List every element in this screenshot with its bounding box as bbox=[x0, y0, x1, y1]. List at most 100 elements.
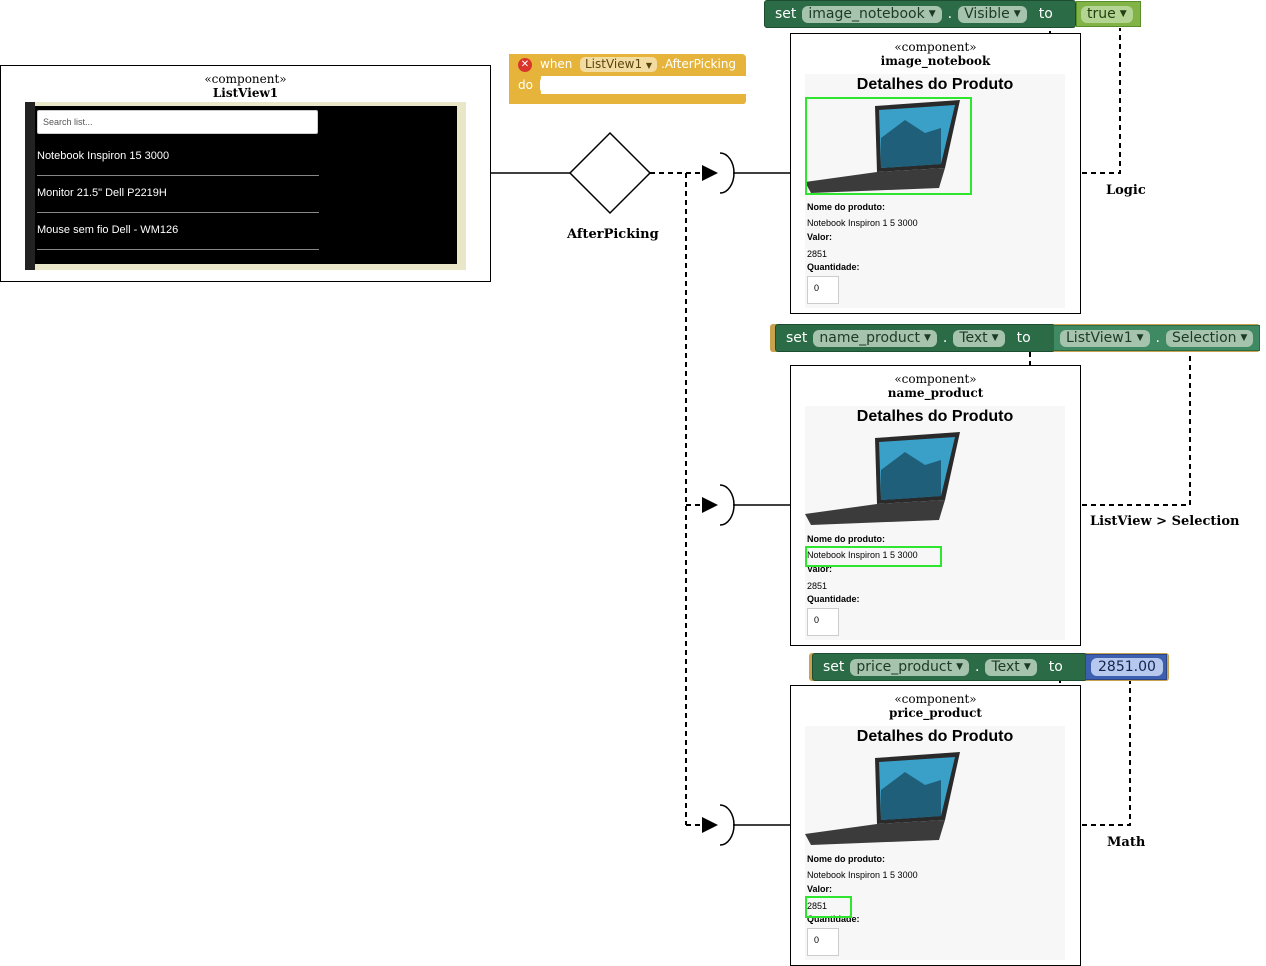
logic-true-block[interactable]: true▼ bbox=[1076, 1, 1141, 27]
property-dropdown[interactable]: Text▼ bbox=[953, 329, 1005, 347]
screen-title: Detalhes do Produto bbox=[856, 408, 1014, 425]
chevron-down-icon: ▼ bbox=[923, 332, 931, 343]
set-keyword: set bbox=[786, 330, 808, 346]
event-block[interactable]: ✕ when ListView1 ▼ .AfterPicking do bbox=[509, 54, 746, 104]
set-keyword: set bbox=[823, 659, 845, 675]
set-name-text-block[interactable]: set name_product▼ . Text▼ to bbox=[775, 324, 1055, 352]
name-label: Nome do produto: bbox=[807, 202, 885, 212]
listview-component: «component» ListView1 Search list... Not… bbox=[0, 65, 491, 282]
app-screen: Detalhes do Produto Nome do produto: Not… bbox=[805, 406, 1065, 640]
property-dropdown[interactable]: Text▼ bbox=[985, 658, 1037, 676]
event-when-label: when bbox=[540, 57, 573, 71]
quantity-input[interactable]: 0 bbox=[807, 276, 839, 304]
math-number-value[interactable]: 2851.00 bbox=[1091, 658, 1163, 676]
price-value: 2851 bbox=[807, 901, 828, 911]
chevron-down-icon: ▼ bbox=[991, 332, 999, 343]
highlight-name bbox=[805, 546, 942, 567]
highlight-image bbox=[805, 97, 972, 195]
set-visible-block[interactable]: set image_notebook▼ . Visible▼ to bbox=[764, 0, 1076, 28]
name-value: Notebook Inspiron 1 5 3000 bbox=[807, 870, 918, 880]
name-value: Notebook Inspiron 1 5 3000 bbox=[807, 218, 918, 228]
listview-selection-block[interactable]: ListView1▼ . Selection▼ bbox=[1053, 325, 1260, 351]
quantity-input[interactable]: 0 bbox=[807, 928, 839, 956]
chevron-down-icon: ▼ bbox=[645, 61, 653, 70]
to-keyword: to bbox=[1038, 6, 1053, 22]
to-keyword: to bbox=[1016, 330, 1031, 346]
list-item[interactable]: Monitor 21.5" Dell P2219H bbox=[37, 177, 319, 213]
math-number-block[interactable]: 2851.00 bbox=[1085, 654, 1167, 680]
dot-separator: . bbox=[947, 6, 953, 22]
dot-separator: . bbox=[1155, 330, 1160, 346]
chevron-down-icon: ▼ bbox=[928, 8, 936, 19]
event-do-label: do bbox=[518, 78, 533, 92]
event-component-dropdown[interactable]: ListView1 ▼ bbox=[580, 57, 658, 72]
decision-label: AfterPicking bbox=[567, 227, 659, 242]
component-dropdown-label: image_notebook bbox=[808, 5, 925, 22]
name-value: Notebook Inspiron 1 5 3000 bbox=[807, 550, 918, 560]
list-item[interactable]: Notebook Inspiron 15 3000 bbox=[37, 140, 319, 176]
event-component-label: ListView1 bbox=[585, 57, 643, 71]
logic-value-dropdown[interactable]: true▼ bbox=[1081, 5, 1133, 23]
list-item[interactable]: Mouse sem fio Dell - WM126 bbox=[37, 214, 319, 250]
component-name: ListView1 bbox=[212, 86, 279, 100]
to-keyword: to bbox=[1048, 659, 1063, 675]
listview-search-input[interactable]: Search list... bbox=[37, 110, 318, 134]
stereotype-label: «component» bbox=[204, 72, 287, 86]
quantity-input[interactable]: 0 bbox=[807, 608, 839, 636]
decision-diamond bbox=[568, 131, 652, 215]
component-dropdown[interactable]: image_notebook▼ bbox=[802, 5, 942, 23]
name-product-component: «component» name_product Detalhes do Pro… bbox=[790, 365, 1081, 646]
error-icon: ✕ bbox=[518, 58, 532, 72]
property-dropdown[interactable]: Visible▼ bbox=[958, 5, 1027, 23]
quantity-label: Quantidade: bbox=[807, 914, 860, 924]
laptop-image bbox=[805, 100, 960, 193]
laptop-image bbox=[805, 432, 960, 525]
stereotype-label: «component» bbox=[894, 372, 977, 386]
price-value: 2851 bbox=[807, 581, 828, 591]
app-screen: Detalhes do Produto Nome do produto: Not… bbox=[805, 74, 1065, 308]
chevron-down-icon: ▼ bbox=[1023, 661, 1031, 672]
getter-property-dropdown[interactable]: Selection▼ bbox=[1165, 329, 1254, 347]
set-price-text-block[interactable]: set price_product▼ . Text▼ to bbox=[812, 653, 1087, 681]
price-label: Valor: bbox=[807, 232, 833, 242]
laptop-image bbox=[805, 752, 960, 845]
stereotype-label: «component» bbox=[894, 40, 977, 54]
price-label: Valor: bbox=[807, 884, 833, 894]
chevron-down-icon: ▼ bbox=[956, 661, 964, 672]
component-dropdown-label: price_product bbox=[856, 658, 953, 675]
property-dropdown-label: Visible bbox=[964, 5, 1010, 22]
set-keyword: set bbox=[775, 6, 797, 22]
component-name: name_product bbox=[887, 386, 984, 400]
component-dropdown[interactable]: price_product▼ bbox=[850, 658, 970, 676]
price-product-component: «component» price_product Detalhes do Pr… bbox=[790, 685, 1081, 966]
image-notebook-component: «component» image_notebook Detalhes do P… bbox=[790, 33, 1081, 314]
listview-scrollbar[interactable] bbox=[25, 102, 35, 270]
component-name: image_notebook bbox=[880, 54, 991, 68]
property-dropdown-label: Text bbox=[991, 658, 1020, 675]
quantity-label: Quantidade: bbox=[807, 262, 860, 272]
screen-title: Detalhes do Produto bbox=[856, 728, 1014, 745]
stereotype-label: «component» bbox=[894, 692, 977, 706]
component-dropdown-label: name_product bbox=[819, 329, 920, 346]
source-label: Math bbox=[1107, 835, 1146, 850]
quantity-label: Quantidade: bbox=[807, 594, 860, 604]
getter-property-label: Selection bbox=[1171, 329, 1237, 346]
chevron-down-icon: ▼ bbox=[1119, 8, 1127, 19]
screen-title: Detalhes do Produto bbox=[856, 76, 1014, 93]
name-label: Nome do produto: bbox=[807, 854, 885, 864]
highlight-price bbox=[805, 896, 852, 918]
logic-value-label: true bbox=[1087, 5, 1116, 22]
component-dropdown[interactable]: name_product▼ bbox=[813, 329, 937, 347]
dot-separator: . bbox=[975, 659, 980, 675]
getter-component-dropdown[interactable]: ListView1▼ bbox=[1060, 329, 1150, 347]
dot-separator: . bbox=[942, 330, 948, 346]
source-label: Logic bbox=[1106, 183, 1146, 198]
property-dropdown-label: Text bbox=[959, 329, 988, 346]
getter-component-label: ListView1 bbox=[1066, 329, 1133, 346]
app-screen: Detalhes do Produto Nome do produto: Not… bbox=[805, 726, 1065, 960]
chevron-down-icon: ▼ bbox=[1013, 8, 1021, 19]
price-label: Valor: bbox=[807, 564, 833, 574]
name-label: Nome do produto: bbox=[807, 534, 885, 544]
price-value: 2851 bbox=[807, 249, 828, 259]
source-label: ListView > Selection bbox=[1090, 514, 1240, 529]
